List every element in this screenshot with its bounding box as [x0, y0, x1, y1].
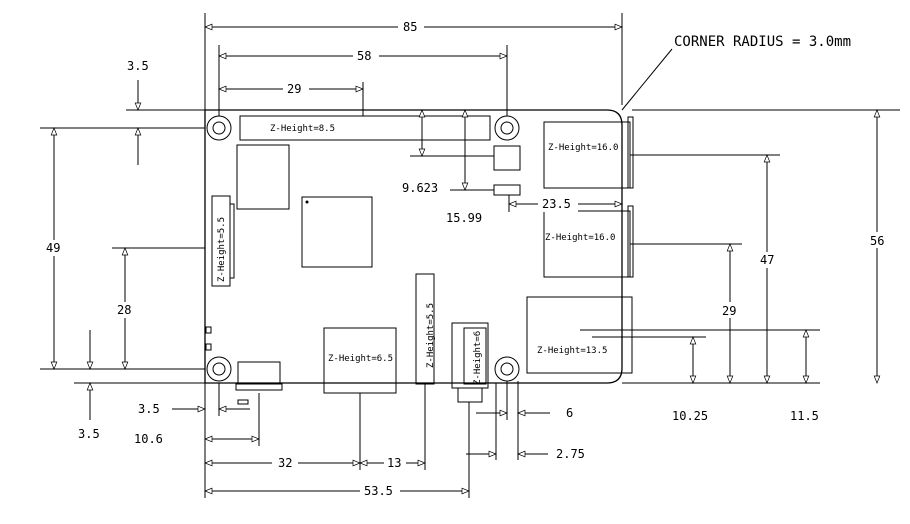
dim-13: 13: [387, 456, 401, 470]
dim-85: 85: [403, 20, 417, 34]
mounting-hole-top-left: [206, 115, 232, 141]
hdmi-z-height: Z-Height=6.5: [328, 354, 393, 364]
dim-2-75: 2.75: [556, 447, 585, 461]
board-outline: [204, 109, 623, 384]
gpio-z-height: Z-Height=8.5: [270, 124, 335, 134]
dim-9-623: 9.623: [402, 181, 438, 195]
soc-pin1-dot: [305, 200, 309, 204]
led-2: [205, 343, 212, 351]
dim-6: 6: [566, 406, 573, 420]
mounting-hole-bottom-right: [494, 356, 520, 382]
usb-bottom-z-height: Z-Height=16.0: [545, 233, 615, 243]
dim-3-5-top-left: 3.5: [127, 59, 149, 73]
ethernet-z-height: Z-Height=13.5: [537, 346, 607, 356]
small-component: [493, 145, 521, 171]
dim-32: 32: [278, 456, 292, 470]
ethernet-port: [526, 296, 633, 374]
dim-29-right: 29: [722, 304, 736, 318]
dim-49: 49: [46, 241, 60, 255]
dim-10-25: 10.25: [672, 409, 708, 423]
dim-56: 56: [870, 234, 884, 248]
usb-port-bottom: [543, 210, 631, 278]
dim-15-99: 15.99: [446, 211, 482, 225]
ram-chip: [236, 144, 290, 210]
usb-top-z-height: Z-Height=16.0: [548, 143, 618, 153]
dim-3-5-bottom-left: 3.5: [78, 427, 100, 441]
mounting-hole-bottom-left: [206, 356, 232, 382]
soc-chip: [301, 196, 373, 268]
dim-10-6: 10.6: [134, 432, 163, 446]
dim-29-top: 29: [287, 82, 301, 96]
usb-port-top: [543, 121, 631, 189]
corner-radius-note: CORNER RADIUS = 3.0mm: [674, 34, 851, 50]
dim-47: 47: [760, 253, 774, 267]
dim-11-5: 11.5: [790, 409, 819, 423]
audio-z-height: Z-Height=6: [473, 331, 483, 385]
dim-28: 28: [117, 303, 131, 317]
dim-58: 58: [357, 49, 371, 63]
led-1: [205, 326, 212, 334]
dim-53-5: 53.5: [364, 484, 393, 498]
micro-usb-power: [237, 361, 281, 385]
mounting-hole-top-right: [494, 115, 520, 141]
display-z-height: Z-Height=5.5: [217, 217, 227, 282]
dim-3-5-bottom-horizontal: 3.5: [138, 402, 160, 416]
led-component: [493, 184, 521, 196]
dim-23-5: 23.5: [542, 197, 571, 211]
gpio-header: [239, 115, 491, 141]
camera-z-height: Z-Height=5.5: [426, 303, 436, 368]
